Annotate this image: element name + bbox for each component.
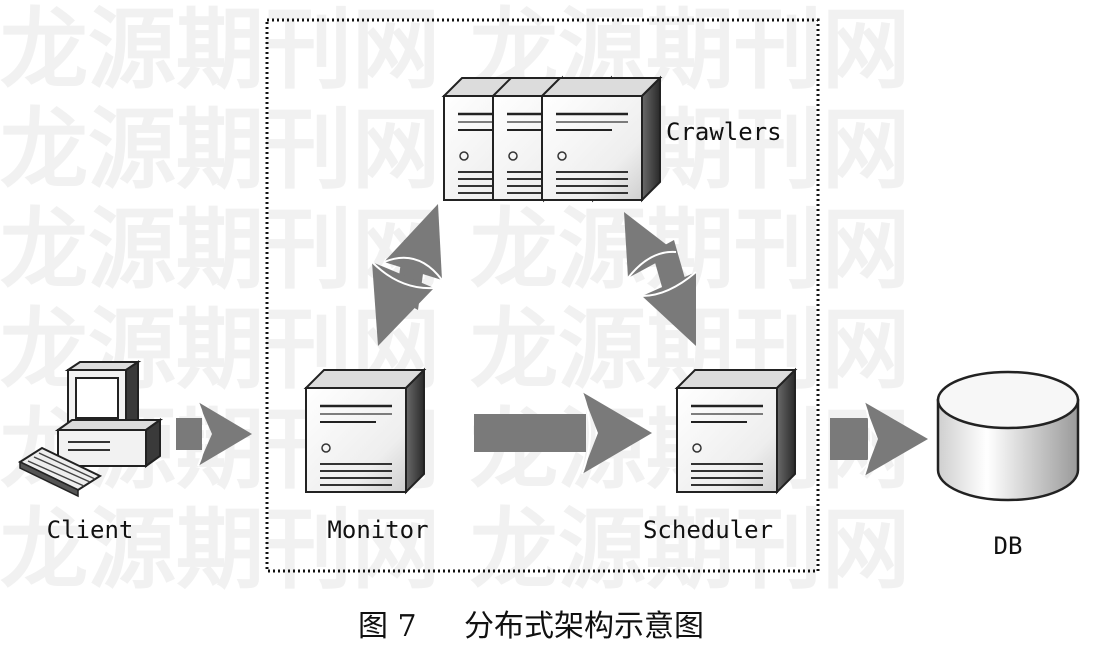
monitor-label: Monitor bbox=[327, 516, 428, 544]
client-computer-icon bbox=[17, 360, 164, 498]
db-label: DB bbox=[994, 532, 1023, 560]
system-boundary bbox=[265, 18, 820, 573]
figure-number: 图 7 bbox=[358, 609, 417, 644]
svg-text:龙源期刊网: 龙源期刊网 bbox=[0, 98, 440, 201]
monitor-server-icon bbox=[304, 368, 426, 494]
figure-caption: 分布式架构示意图 bbox=[464, 609, 704, 644]
scheduler-server-icon bbox=[675, 368, 797, 494]
scheduler-label: Scheduler bbox=[643, 516, 773, 544]
svg-text:龙源期刊网: 龙源期刊网 bbox=[0, 198, 440, 301]
crawlers-server-group bbox=[442, 76, 662, 202]
arrow-client-to-monitor bbox=[176, 401, 252, 467]
arrow-monitor-to-scheduler bbox=[474, 391, 652, 475]
arrow-scheduler-to-db bbox=[830, 401, 928, 477]
svg-text:龙源期刊网: 龙源期刊网 bbox=[470, 498, 910, 601]
arrow-monitor-crawlers-bidirectional bbox=[371, 204, 443, 346]
svg-text:龙源期刊网: 龙源期刊网 bbox=[0, 498, 440, 601]
db-cylinder-icon bbox=[936, 370, 1080, 502]
client-label: Client bbox=[47, 516, 134, 544]
crawlers-label: Crawlers bbox=[666, 118, 782, 146]
arrow-crawlers-scheduler-bidirectional bbox=[624, 212, 697, 346]
crawler-server-icon bbox=[540, 76, 662, 202]
svg-text:龙源期刊网: 龙源期刊网 bbox=[0, 0, 440, 101]
